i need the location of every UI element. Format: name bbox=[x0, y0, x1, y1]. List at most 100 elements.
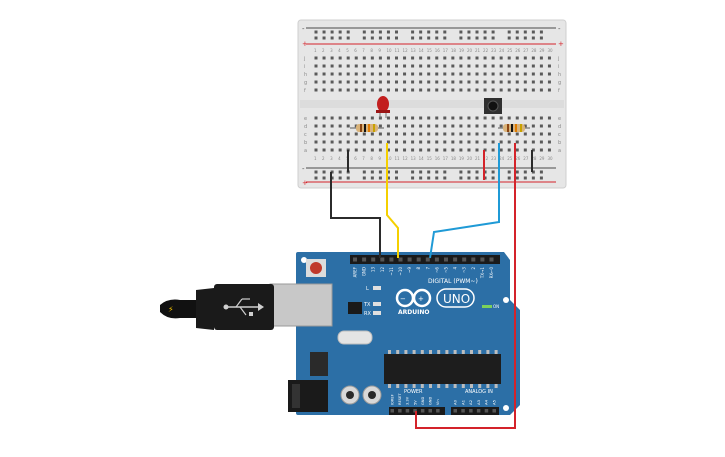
terminal-hole[interactable] bbox=[451, 72, 455, 76]
terminal-hole[interactable] bbox=[338, 80, 342, 84]
terminal-hole[interactable] bbox=[491, 148, 495, 152]
rail-hole[interactable] bbox=[435, 170, 439, 174]
terminal-hole[interactable] bbox=[523, 132, 527, 136]
wire-5v-red[interactable] bbox=[415, 143, 516, 429]
terminal-hole[interactable] bbox=[539, 72, 543, 76]
terminal-hole[interactable] bbox=[362, 148, 366, 152]
terminal-hole[interactable] bbox=[459, 72, 463, 76]
terminal-hole[interactable] bbox=[386, 88, 390, 92]
terminal-hole[interactable] bbox=[403, 88, 407, 92]
rail-hole[interactable] bbox=[483, 170, 487, 174]
terminal-hole[interactable] bbox=[362, 64, 366, 68]
rail-hole[interactable] bbox=[395, 30, 398, 34]
terminal-hole[interactable] bbox=[435, 88, 439, 92]
terminal-hole[interactable] bbox=[314, 72, 318, 76]
terminal-hole[interactable] bbox=[451, 116, 455, 120]
terminal-hole[interactable] bbox=[427, 56, 431, 60]
terminal-hole[interactable] bbox=[459, 148, 463, 152]
rail-hole[interactable] bbox=[378, 176, 382, 180]
power-pin-hole[interactable] bbox=[390, 409, 395, 413]
terminal-hole[interactable] bbox=[330, 116, 334, 120]
terminal-hole[interactable] bbox=[354, 80, 358, 84]
terminal-hole[interactable] bbox=[547, 148, 551, 152]
terminal-hole[interactable] bbox=[515, 148, 519, 152]
terminal-hole[interactable] bbox=[475, 88, 479, 92]
rail-hole[interactable] bbox=[314, 30, 318, 34]
terminal-hole[interactable] bbox=[547, 116, 551, 120]
terminal-hole[interactable] bbox=[386, 148, 390, 152]
rail-hole[interactable] bbox=[467, 36, 471, 40]
rail-hole[interactable] bbox=[419, 30, 423, 34]
terminal-hole[interactable] bbox=[403, 140, 407, 144]
rail-hole[interactable] bbox=[330, 170, 334, 174]
terminal-hole[interactable] bbox=[370, 64, 374, 68]
terminal-hole[interactable] bbox=[523, 148, 527, 152]
power-pin-hole[interactable] bbox=[420, 409, 425, 413]
terminal-hole[interactable] bbox=[322, 80, 326, 84]
terminal-hole[interactable] bbox=[475, 132, 479, 136]
terminal-hole[interactable] bbox=[395, 80, 398, 84]
terminal-hole[interactable] bbox=[411, 116, 415, 120]
terminal-hole[interactable] bbox=[330, 56, 334, 60]
terminal-hole[interactable] bbox=[459, 116, 463, 120]
rail-hole[interactable] bbox=[330, 30, 334, 34]
terminal-hole[interactable] bbox=[507, 148, 511, 152]
terminal-hole[interactable] bbox=[539, 124, 543, 128]
terminal-hole[interactable] bbox=[395, 116, 398, 120]
terminal-hole[interactable] bbox=[531, 72, 535, 76]
terminal-hole[interactable] bbox=[547, 88, 551, 92]
terminal-hole[interactable] bbox=[403, 132, 407, 136]
terminal-hole[interactable] bbox=[322, 88, 326, 92]
analog-pin-hole[interactable] bbox=[484, 409, 489, 413]
terminal-hole[interactable] bbox=[507, 116, 511, 120]
terminal-hole[interactable] bbox=[330, 140, 334, 144]
terminal-hole[interactable] bbox=[411, 124, 415, 128]
terminal-hole[interactable] bbox=[539, 116, 543, 120]
terminal-hole[interactable] bbox=[386, 72, 390, 76]
terminal-hole[interactable] bbox=[539, 80, 543, 84]
rail-hole[interactable] bbox=[362, 170, 366, 174]
usb-cable[interactable]: ⚡ bbox=[160, 284, 274, 330]
resistor-button[interactable] bbox=[498, 124, 530, 132]
rail-hole[interactable] bbox=[435, 36, 439, 40]
terminal-hole[interactable] bbox=[435, 80, 439, 84]
terminal-hole[interactable] bbox=[547, 72, 551, 76]
terminal-hole[interactable] bbox=[459, 140, 463, 144]
terminal-hole[interactable] bbox=[403, 116, 407, 120]
rail-hole[interactable] bbox=[443, 36, 447, 40]
rail-hole[interactable] bbox=[475, 36, 479, 40]
terminal-hole[interactable] bbox=[531, 80, 535, 84]
rail-hole[interactable] bbox=[443, 170, 447, 174]
resistor-led[interactable] bbox=[350, 124, 384, 132]
rail-hole[interactable] bbox=[459, 36, 463, 40]
rail-hole[interactable] bbox=[427, 36, 431, 40]
rail-hole[interactable] bbox=[419, 170, 423, 174]
rail-hole[interactable] bbox=[459, 30, 463, 34]
terminal-hole[interactable] bbox=[443, 80, 447, 84]
terminal-hole[interactable] bbox=[322, 148, 326, 152]
digital-pin-hole[interactable] bbox=[371, 257, 376, 262]
terminal-hole[interactable] bbox=[483, 72, 487, 76]
terminal-hole[interactable] bbox=[411, 80, 415, 84]
power-pin-hole[interactable] bbox=[436, 409, 440, 413]
rail-hole[interactable] bbox=[370, 170, 374, 174]
terminal-hole[interactable] bbox=[386, 132, 390, 136]
terminal-hole[interactable] bbox=[419, 72, 423, 76]
terminal-hole[interactable] bbox=[435, 56, 439, 60]
rail-hole[interactable] bbox=[531, 176, 535, 180]
terminal-hole[interactable] bbox=[483, 116, 487, 120]
terminal-hole[interactable] bbox=[547, 64, 551, 68]
terminal-hole[interactable] bbox=[515, 140, 519, 144]
digital-pin-hole[interactable] bbox=[453, 257, 458, 262]
terminal-hole[interactable] bbox=[346, 64, 350, 68]
terminal-hole[interactable] bbox=[354, 132, 358, 136]
terminal-hole[interactable] bbox=[338, 64, 342, 68]
terminal-hole[interactable] bbox=[507, 88, 511, 92]
terminal-hole[interactable] bbox=[338, 140, 342, 144]
terminal-hole[interactable] bbox=[507, 56, 511, 60]
terminal-hole[interactable] bbox=[443, 88, 447, 92]
rail-hole[interactable] bbox=[475, 176, 479, 180]
power-pin-hole[interactable] bbox=[405, 409, 410, 413]
terminal-hole[interactable] bbox=[386, 80, 390, 84]
